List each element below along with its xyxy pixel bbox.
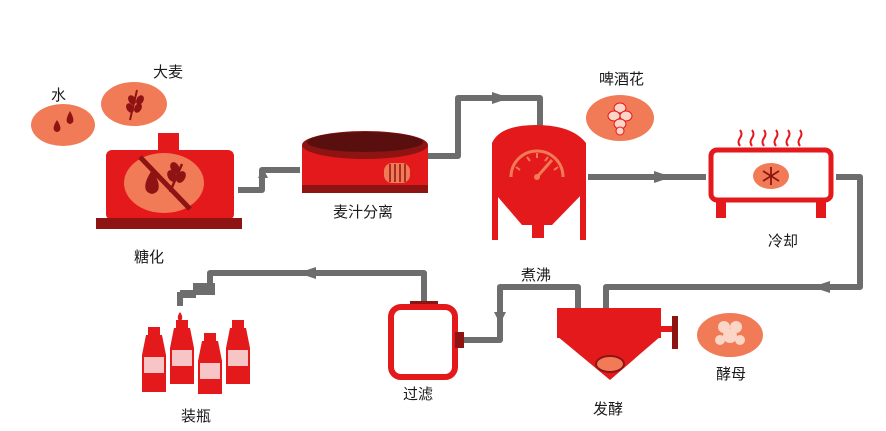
label-filtration: 过滤 [403, 385, 434, 403]
pipe-mash-to-lauter [238, 167, 300, 193]
arrow-icon [258, 168, 268, 178]
snowflake-icon [762, 167, 780, 185]
bottles [142, 320, 250, 394]
pipe-cooler-to-ferment [603, 174, 863, 310]
label-hops: 啤酒花 [599, 70, 645, 88]
label-yeast: 酵母 [716, 365, 747, 383]
steam-icon [737, 129, 803, 147]
label-fermentation: 发酵 [593, 400, 624, 418]
arrow-icon [812, 281, 830, 293]
filter [388, 301, 464, 380]
cooler [708, 129, 834, 218]
label-bottling: 装瓶 [181, 407, 212, 425]
gauge-icon [509, 149, 565, 178]
hops-ingredient [586, 95, 654, 141]
arrow-icon [494, 312, 506, 324]
arrowheads [258, 92, 830, 324]
bottle-icon [198, 333, 222, 394]
water-ingredient [31, 104, 95, 146]
mash-tun [96, 133, 242, 229]
label-lautering: 麦汁分离 [333, 203, 394, 221]
arrow-icon [298, 267, 316, 279]
pipe-ferment-to-filter [462, 284, 581, 343]
hop-cone-icon [607, 102, 633, 136]
label-mashing: 糖化 [134, 248, 165, 266]
barley-icon [126, 89, 144, 121]
tap-icon [177, 283, 215, 321]
slash-icon [138, 155, 192, 211]
label-barley: 大麦 [153, 63, 184, 81]
boil-vessel [492, 125, 586, 240]
yeast-ingredient [697, 313, 763, 357]
bottle-icon [226, 320, 250, 384]
arrow-icon [492, 92, 510, 104]
label-cooling: 冷却 [768, 232, 799, 250]
pipes [207, 95, 863, 343]
water-drop-icon [66, 111, 74, 124]
arrow-icon [654, 171, 672, 183]
pipe-filter-to-tap [207, 270, 427, 302]
barley-ingredient [101, 82, 167, 126]
bottle-icon [170, 320, 194, 384]
water-drop-icon [53, 120, 61, 132]
fermenter [557, 308, 678, 380]
lauter-tun [302, 131, 428, 193]
yeast-icon [715, 321, 745, 345]
bottle-icon [142, 327, 166, 392]
sight-glass-icon [595, 355, 625, 373]
label-boiling: 煮沸 [521, 266, 552, 284]
pipe-lauter-to-boil [428, 95, 543, 159]
sight-glass-icon [384, 163, 410, 183]
label-water: 水 [51, 86, 67, 104]
